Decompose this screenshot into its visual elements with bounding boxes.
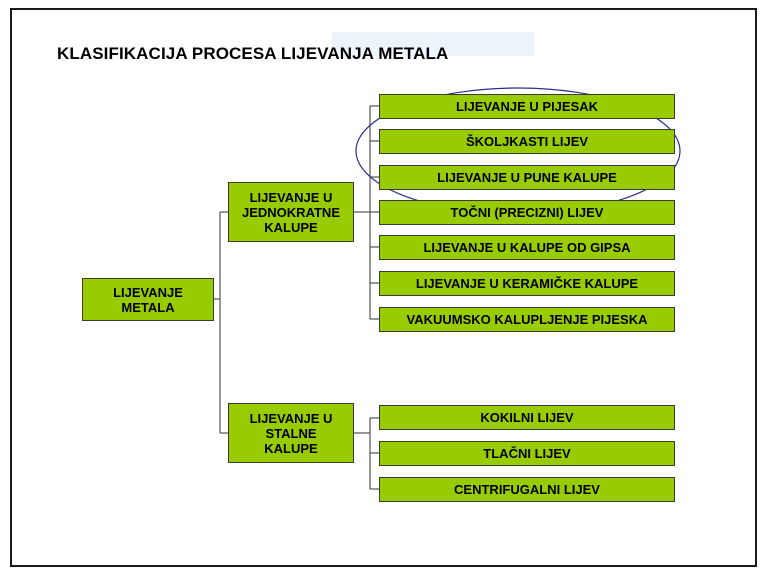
root-box: LIJEVANJE METALA [82,278,214,321]
leaf-lijevanje-u-kalupe-od-gipsa: LIJEVANJE U KALUPE OD GIPSA [379,235,675,260]
leaf-vakuumsko-kalupljenje-pijeska: VAKUUMSKO KALUPLJENJE PIJESKA [379,307,675,332]
leaf-skoljkasti-lijev: ŠKOLJKASTI LIJEV [379,129,675,154]
leaf-kokilni-lijev: KOKILNI LIJEV [379,405,675,430]
group-box-jednokratne: LIJEVANJE U JEDNOKRATNE KALUPE [228,182,354,242]
group-box-stalne: LIJEVANJE U STALNE KALUPE [228,403,354,463]
leaf-tlacni-lijev: TLAČNI LIJEV [379,441,675,466]
faint-header-strip [332,32,534,56]
leaf-centrifugalni-lijev: CENTRIFUGALNI LIJEV [379,477,675,502]
leaf-lijevanje-u-pune-kalupe: LIJEVANJE U PUNE KALUPE [379,165,675,190]
leaf-tocni-precizni-lijev: TOČNI (PRECIZNI) LIJEV [379,200,675,225]
diagram-title: KLASIFIKACIJA PROCESA LIJEVANJA METALA [57,44,449,63]
leaf-lijevanje-u-pijesak: LIJEVANJE U PIJESAK [379,94,675,119]
leaf-lijevanje-u-keramicke-kalupe: LIJEVANJE U KERAMIČKE KALUPE [379,271,675,296]
